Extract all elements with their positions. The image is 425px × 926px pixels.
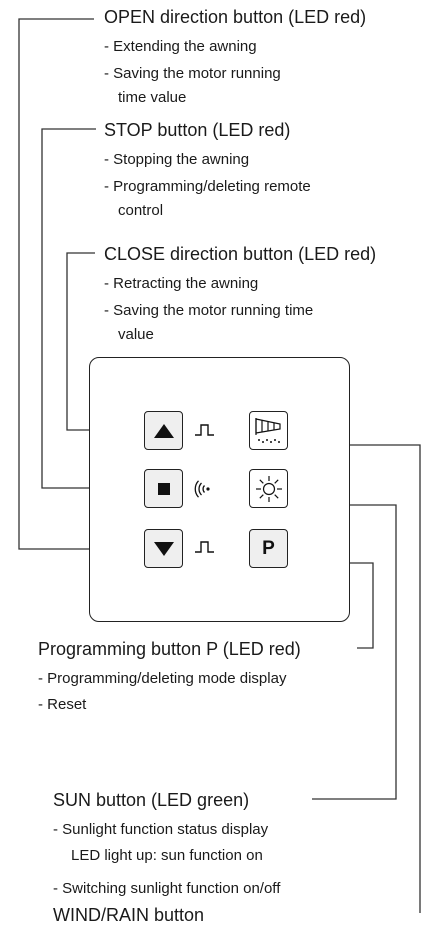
- close-button[interactable]: [144, 529, 183, 568]
- sun-icon: [255, 475, 282, 502]
- wind-rain-button[interactable]: [249, 411, 288, 450]
- triangle-up-icon: [153, 423, 174, 438]
- pulse-signal-icon: [195, 541, 214, 553]
- sun-item-2: LED light up: sun function on: [71, 847, 263, 864]
- open-item-1: - Extending the awning: [104, 38, 257, 55]
- programming-button[interactable]: P: [249, 529, 288, 568]
- control-panel: [89, 357, 350, 622]
- close-item-3: value: [118, 326, 154, 343]
- program-title: Programming button P (LED red): [38, 639, 301, 659]
- stop-button[interactable]: [144, 469, 183, 508]
- wind-title: WIND/RAIN button: [53, 905, 205, 925]
- close-item-1: - Retracting the awning: [104, 275, 259, 292]
- open-leader-line: [18, 18, 144, 550]
- stop-title: STOP button (LED red): [104, 120, 291, 140]
- close-title: CLOSE direction button (LED red): [104, 244, 377, 264]
- triangle-down-icon: [153, 541, 174, 556]
- radio-waves-icon: [194, 480, 210, 498]
- sun-title: SUN button (LED green): [53, 790, 250, 810]
- open-item-3: time value: [118, 89, 187, 106]
- close-item-2: - Saving the motor running time: [104, 302, 314, 319]
- open-item-2: - Saving the motor running: [104, 65, 281, 82]
- stop-item-1: - Stopping the awning: [104, 151, 250, 168]
- sun-button[interactable]: [249, 469, 288, 508]
- stop-item-3: control: [118, 202, 164, 219]
- pulse-signal-icon: [195, 424, 214, 436]
- sun-item-3: - Switching sunlight function on/off: [53, 880, 281, 897]
- stop-item-2: - Programming/deleting remote: [104, 178, 311, 195]
- program-item-1: - Programming/deleting mode display: [38, 670, 287, 687]
- square-stop-icon: [157, 482, 170, 495]
- sun-item-1: - Sunlight function status display: [53, 821, 269, 838]
- programming-button-label: P: [262, 537, 275, 559]
- open-title: OPEN direction button (LED red): [104, 7, 367, 27]
- program-item-2: - Reset: [38, 696, 87, 713]
- windsock-rain-icon: [254, 417, 281, 443]
- open-button[interactable]: [144, 411, 183, 450]
